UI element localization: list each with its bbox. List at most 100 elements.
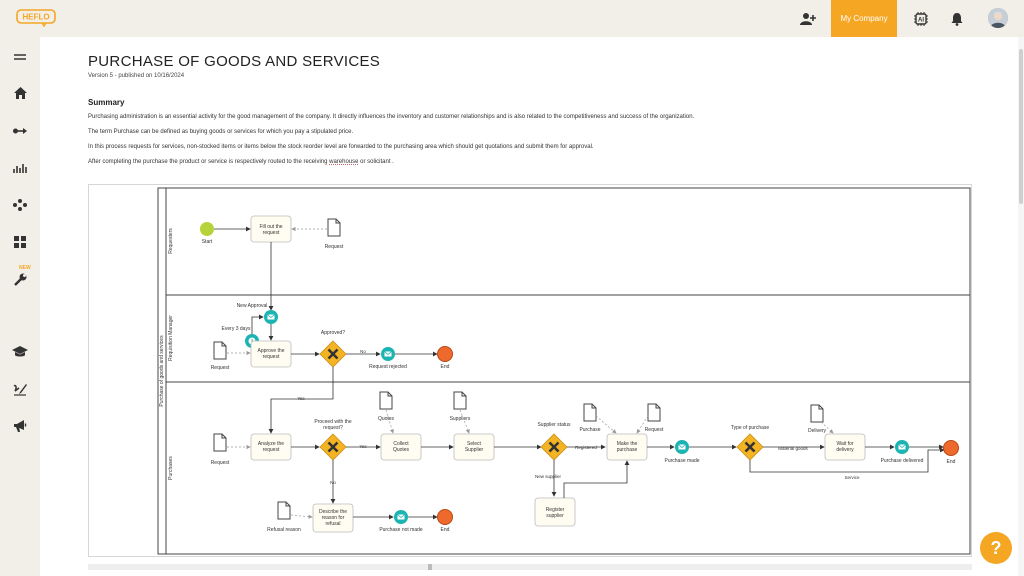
svg-text:Describe the: Describe the — [319, 509, 347, 515]
svg-text:Proceed with the: Proceed with the — [314, 419, 351, 425]
svg-text:Request: Request — [325, 244, 344, 250]
help-button[interactable]: ? — [980, 532, 1012, 564]
svg-text:Purchase made: Purchase made — [664, 458, 699, 464]
home-icon[interactable] — [12, 85, 28, 101]
graduation-cap-icon[interactable] — [12, 344, 28, 360]
task-register-supplier — [534, 497, 576, 527]
new-badge: NEW — [19, 265, 31, 271]
new-approval-event — [263, 309, 279, 325]
svg-text:Purchase not made: Purchase not made — [379, 527, 423, 533]
data-object-suppliers — [453, 391, 467, 410]
svg-text:request: request — [263, 230, 280, 236]
data-object-delivery — [810, 404, 824, 423]
svg-text:Collect: Collect — [393, 441, 409, 447]
sidebar: NEW — [0, 37, 40, 576]
svg-text:Analyze the: Analyze the — [258, 441, 284, 447]
data-object-quotes — [379, 391, 393, 410]
svg-text:supplier: supplier — [546, 513, 564, 519]
company-button[interactable]: My Company — [831, 0, 897, 37]
summary-paragraph-2: The term Purchase can be defined as buyi… — [88, 129, 354, 135]
version-info: Version 5 - published on 10/16/2024 — [88, 73, 185, 79]
menu-icon[interactable] — [12, 49, 28, 65]
svg-text:Fill out the: Fill out the — [259, 224, 282, 230]
svg-text:Yes: Yes — [297, 396, 305, 401]
page-title: PURCHASE OF GOODS AND SERVICES — [88, 53, 381, 70]
lane-label-requesters: Requesters — [168, 228, 174, 254]
end-event-2 — [943, 440, 959, 456]
svg-text:Select: Select — [467, 441, 482, 447]
summary-heading: Summary — [88, 98, 125, 107]
warehouse-link[interactable]: warehouse — [329, 159, 359, 165]
gateway-proceed — [318, 432, 348, 462]
svg-text:End: End — [947, 459, 956, 465]
svg-text:Material goods: Material goods — [778, 446, 808, 451]
svg-text:request: request — [263, 447, 280, 453]
svg-text:No: No — [330, 480, 336, 485]
signature-icon[interactable] — [12, 381, 28, 397]
svg-text:purchase: purchase — [617, 447, 638, 453]
purchase-delivered-event — [894, 439, 910, 455]
lane-label-purchases: Purchases — [168, 456, 174, 480]
data-object-request-1 — [327, 218, 341, 237]
svg-text:reason for: reason for — [322, 515, 345, 521]
data-object-request-4 — [647, 403, 661, 422]
svg-text:Approved?: Approved? — [321, 330, 345, 336]
svg-text:AI: AI — [918, 17, 924, 23]
svg-text:delivery: delivery — [836, 447, 854, 453]
vertical-scrollbar[interactable] — [1018, 37, 1024, 576]
heflo-logo[interactable]: HEFLO — [16, 9, 56, 27]
svg-text:Request rejected: Request rejected — [369, 364, 407, 370]
pool-label: Purchase of goods and services — [159, 335, 165, 407]
avatar[interactable] — [988, 8, 1008, 28]
svg-text:Supplier status: Supplier status — [537, 422, 571, 428]
svg-text:New Approval: New Approval — [237, 303, 268, 309]
horizontal-scrollbar[interactable] — [88, 564, 972, 570]
svg-text:Registered: Registered — [575, 445, 597, 450]
gateway-approved — [318, 339, 348, 369]
svg-text:Make the: Make the — [617, 441, 638, 447]
svg-text:request?: request? — [323, 425, 343, 431]
ai-chip-icon[interactable]: AI — [911, 0, 931, 37]
purchase-not-made-event — [393, 509, 409, 525]
svg-text:Request: Request — [645, 427, 664, 433]
svg-text:End: End — [441, 527, 450, 533]
svg-text:New supplier: New supplier — [535, 474, 562, 479]
request-rejected-event — [380, 346, 396, 362]
flow-icon[interactable] — [12, 123, 28, 139]
svg-text:Wait for: Wait for — [836, 441, 853, 447]
vertical-scrollbar-thumb[interactable] — [1019, 49, 1023, 204]
wrench-icon[interactable] — [12, 271, 28, 287]
data-object-purchase — [583, 403, 597, 422]
logo-text: HEFLO — [22, 13, 49, 22]
pool-frame — [157, 187, 971, 555]
bell-icon[interactable] — [947, 0, 967, 37]
gateway-type-of-purchase — [735, 432, 765, 462]
add-user-icon[interactable] — [798, 0, 818, 37]
svg-text:Service: Service — [844, 475, 860, 480]
summary-paragraph-1: Purchasing administration is an essentia… — [88, 114, 695, 120]
svg-text:Request: Request — [211, 365, 230, 371]
megaphone-icon[interactable] — [12, 418, 28, 434]
summary-paragraph-3: In this process requests for services, n… — [88, 144, 594, 150]
summary-paragraph-4: After completing the purchase the produc… — [88, 159, 394, 165]
chart-icon[interactable] — [12, 160, 28, 176]
start-label: Start — [202, 239, 213, 245]
svg-text:Purchase delivered: Purchase delivered — [881, 458, 924, 464]
svg-text:End: End — [441, 364, 450, 370]
svg-text:Purchase: Purchase — [579, 427, 600, 433]
svg-text:refusal: refusal — [325, 521, 340, 527]
grid-icon[interactable] — [12, 234, 28, 250]
data-object-request-2 — [213, 341, 227, 360]
purchase-made-event — [674, 439, 690, 455]
horizontal-scrollbar-thumb[interactable] — [428, 564, 432, 570]
nodes-icon[interactable] — [12, 197, 28, 213]
gateway-supplier-status — [539, 432, 569, 462]
svg-text:Refusal reason: Refusal reason — [267, 527, 301, 533]
process-diagram[interactable]: Purchase of goods and services Requester… — [88, 184, 972, 557]
svg-text:Type of purchase: Type of purchase — [731, 425, 770, 431]
data-object-request-3 — [213, 433, 227, 452]
svg-text:Supplier: Supplier — [465, 447, 484, 453]
svg-text:request: request — [263, 354, 280, 360]
svg-text:Delivery: Delivery — [808, 428, 827, 434]
svg-text:Quotes: Quotes — [378, 416, 395, 422]
